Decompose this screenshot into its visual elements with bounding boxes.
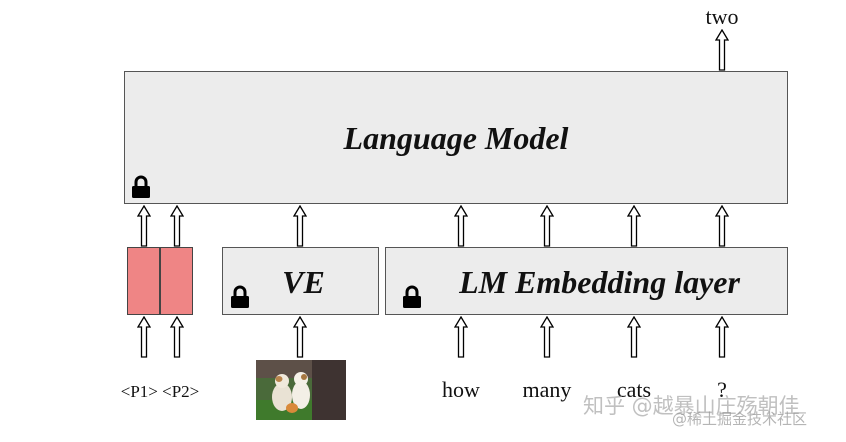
input-word-many: many xyxy=(522,377,572,402)
embedding-layer-label: LM Embedding layer xyxy=(459,264,740,300)
lock-icon xyxy=(132,175,150,198)
language-model-label: Language Model xyxy=(343,120,569,156)
embedding-layer-box: LM Embedding layer xyxy=(385,247,788,315)
arrow-up-icon xyxy=(715,29,729,71)
prompt-token-p2 xyxy=(160,247,193,315)
language-model-box: Language Model xyxy=(124,71,788,204)
arrow-up-icon xyxy=(170,316,184,358)
input-word-cats: cats xyxy=(616,377,652,402)
input-word-how: how xyxy=(442,377,480,402)
arrow-up-icon xyxy=(540,316,554,358)
arrow-up-icon xyxy=(454,205,468,247)
arrow-up-icon xyxy=(137,316,151,358)
arrow-up-icon xyxy=(627,316,641,358)
prompt-tokens-label: <P1> <P2> xyxy=(120,382,200,401)
input-word-question: ? xyxy=(717,377,727,402)
prompt-token-p1 xyxy=(127,247,160,315)
visual-encoder-box: VE xyxy=(222,247,379,315)
watermark: 知乎 @越暴山庄殇朝佳 xyxy=(583,394,800,418)
arrow-up-icon xyxy=(454,316,468,358)
arrow-up-icon xyxy=(627,205,641,247)
watermark-secondary: @稀土掘金技术社区 xyxy=(672,410,808,428)
arrow-up-icon xyxy=(293,316,307,358)
arrow-up-icon xyxy=(715,316,729,358)
arrow-up-icon xyxy=(540,205,554,247)
lock-icon xyxy=(403,285,421,308)
output-label: two xyxy=(705,4,739,29)
arrow-up-icon xyxy=(137,205,151,247)
arrow-up-icon xyxy=(293,205,307,247)
cat-image xyxy=(256,360,346,420)
arrow-up-icon xyxy=(715,205,729,247)
lock-icon xyxy=(231,285,249,308)
visual-encoder-label: VE xyxy=(282,264,325,300)
arrow-up-icon xyxy=(170,205,184,247)
